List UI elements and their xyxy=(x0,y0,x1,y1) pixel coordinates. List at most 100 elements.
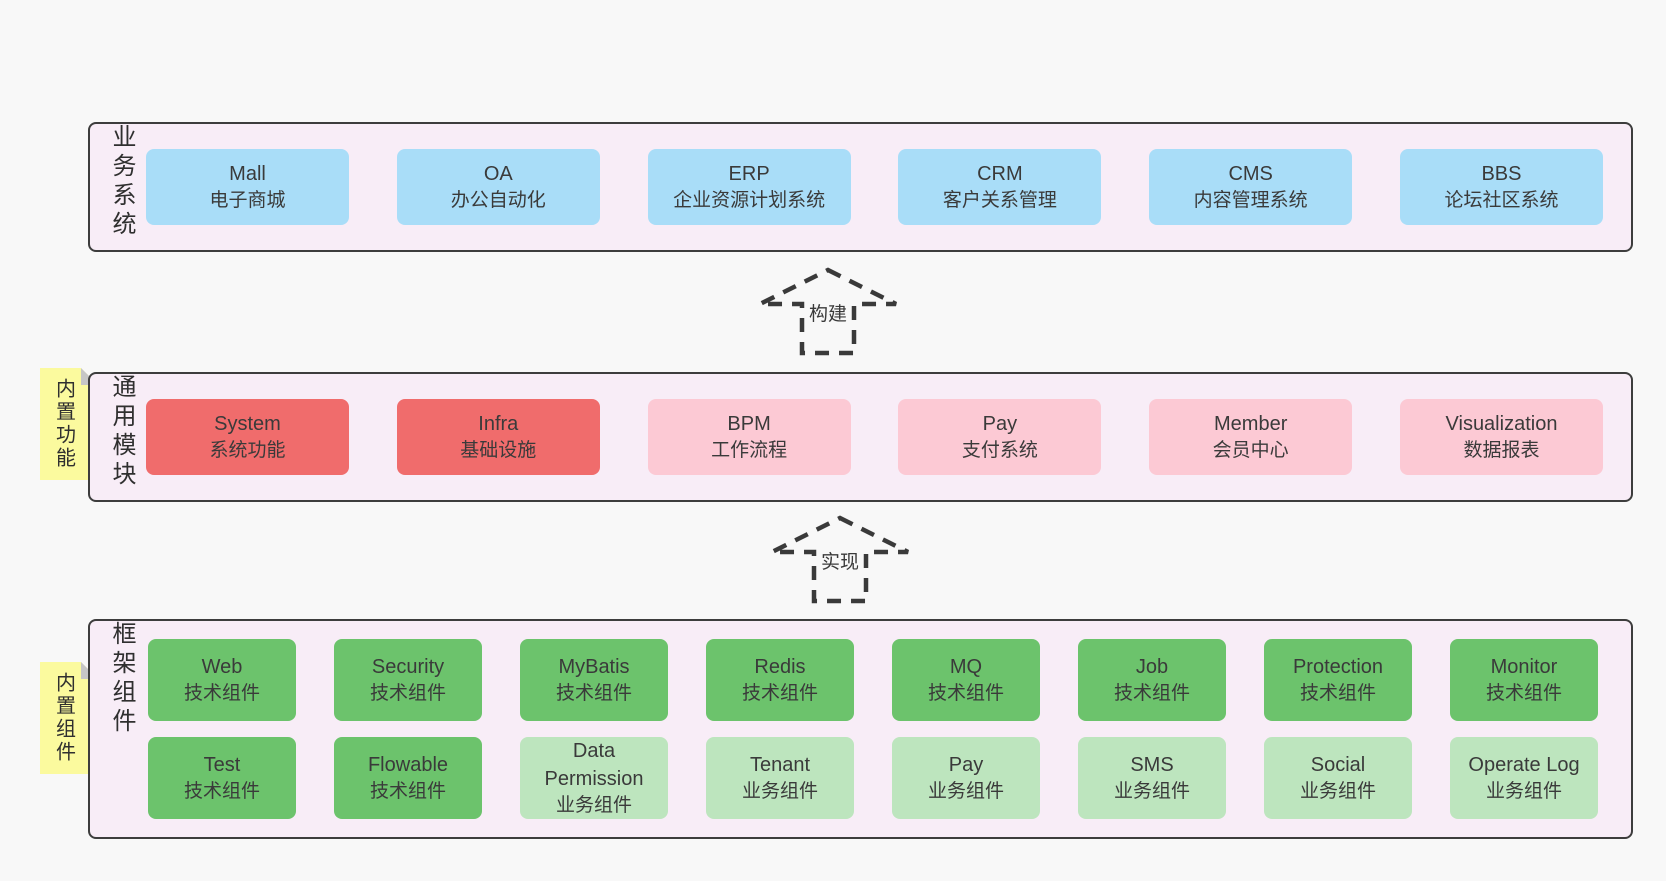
box-title: Redis xyxy=(754,655,806,678)
box-subtitle: 系统功能 xyxy=(209,439,286,461)
box-system: System 系统功能 xyxy=(146,399,349,475)
box-operate-log: Operate Log 业务组件 xyxy=(1450,737,1598,819)
box-title: BPM xyxy=(727,412,771,435)
box-pay-business: Pay 业务组件 xyxy=(892,737,1040,819)
box-title: Protection xyxy=(1292,655,1384,678)
band-business-label: 业务系统 xyxy=(108,124,135,240)
box-title: Visualization xyxy=(1445,412,1558,435)
dashed-up-arrow-icon xyxy=(758,267,898,356)
box-mybatis: MyBatis 技术组件 xyxy=(520,639,668,721)
box-subtitle: 技术组件 xyxy=(1299,682,1376,704)
framework-grid: Web 技术组件 Security 技术组件 MyBatis 技术组件 Redi… xyxy=(148,639,1598,819)
box-subtitle: 技术组件 xyxy=(183,682,260,704)
box-pay: Pay 支付系统 xyxy=(898,399,1102,475)
box-job: Job 技术组件 xyxy=(1078,639,1226,721)
box-title: Social xyxy=(1310,753,1366,776)
box-crm: CRM 客户关系管理 xyxy=(898,149,1102,225)
box-infra: Infra 基础设施 xyxy=(396,399,600,475)
box-subtitle: 办公自动化 xyxy=(450,189,546,211)
box-bpm: BPM 工作流程 xyxy=(647,399,851,475)
box-subtitle: 客户关系管理 xyxy=(942,189,1057,211)
box-cms: CMS 内容管理系统 xyxy=(1149,149,1353,225)
box-subtitle: 电子商城 xyxy=(209,189,286,211)
box-subtitle: 技术组件 xyxy=(183,780,260,802)
box-title: MyBatis xyxy=(558,655,630,678)
arrow-build-label: 构建 xyxy=(804,298,852,327)
box-subtitle: 支付系统 xyxy=(961,439,1038,461)
box-title: Job xyxy=(1135,655,1169,678)
box-title: Operate Log xyxy=(1468,753,1580,776)
framework-row-1: Web 技术组件 Security 技术组件 MyBatis 技术组件 Redi… xyxy=(148,639,1598,721)
box-title: Security xyxy=(371,655,445,678)
box-mall: Mall 电子商城 xyxy=(146,149,349,225)
box-protection: Protection 技术组件 xyxy=(1264,639,1412,721)
box-subtitle: 业务组件 xyxy=(1485,780,1562,802)
box-tenant: Tenant 业务组件 xyxy=(706,737,854,819)
box-subtitle: 基础设施 xyxy=(460,439,537,461)
box-title: Pay xyxy=(948,753,984,776)
box-title: Data Permission xyxy=(544,739,644,790)
box-data-permission: Data Permission 业务组件 xyxy=(520,737,668,819)
box-title: Flowable xyxy=(367,753,449,776)
box-title: System xyxy=(214,412,281,435)
box-title: Test xyxy=(203,753,241,776)
box-erp: ERP 企业资源计划系统 xyxy=(647,149,851,225)
box-subtitle: 技术组件 xyxy=(555,682,632,704)
band-framework-label: 框架组件 xyxy=(108,621,135,737)
box-subtitle: 业务组件 xyxy=(1299,780,1376,802)
box-social: Social 业务组件 xyxy=(1264,737,1412,819)
box-title: Member xyxy=(1214,412,1288,435)
box-subtitle: 内容管理系统 xyxy=(1193,189,1308,211)
box-redis: Redis 技术组件 xyxy=(706,639,854,721)
box-subtitle: 技术组件 xyxy=(369,682,446,704)
box-title: Pay xyxy=(982,412,1018,435)
framework-row-2: Test 技术组件 Flowable 技术组件 Data Permission … xyxy=(148,737,1598,819)
up-arrow-icon: 实现 xyxy=(770,514,910,604)
box-title: Monitor xyxy=(1490,655,1558,678)
box-subtitle: 技术组件 xyxy=(741,682,818,704)
box-subtitle: 会员中心 xyxy=(1212,439,1289,461)
box-subtitle: 技术组件 xyxy=(1485,682,1562,704)
band-common-label: 通用模块 xyxy=(108,374,135,490)
box-subtitle: 业务组件 xyxy=(555,794,632,816)
box-subtitle: 论坛社区系统 xyxy=(1444,189,1559,211)
box-title: Infra xyxy=(478,412,519,435)
box-title: Web xyxy=(201,655,243,678)
box-subtitle: 数据报表 xyxy=(1463,439,1540,461)
sticky-note-text: 内置组件 xyxy=(52,672,75,764)
box-title: CMS xyxy=(1228,162,1273,185)
box-member: Member 会员中心 xyxy=(1149,399,1353,475)
box-subtitle: 技术组件 xyxy=(927,682,1004,704)
box-subtitle: 业务组件 xyxy=(1113,780,1190,802)
box-title: ERP xyxy=(728,162,770,185)
box-title: Mall xyxy=(229,162,266,185)
arrow-implement-label: 实现 xyxy=(816,546,864,575)
up-arrow-icon: 构建 xyxy=(758,266,898,356)
sticky-note-text: 内置功能 xyxy=(52,378,75,470)
box-subtitle: 业务组件 xyxy=(927,780,1004,802)
dashed-up-arrow-icon xyxy=(770,515,910,604)
box-title: CRM xyxy=(977,162,1023,185)
business-boxes-row: Mall 电子商城 OA 办公自动化 ERP 企业资源计划系统 CRM 客户关系… xyxy=(146,149,1603,225)
box-sms: SMS 业务组件 xyxy=(1078,737,1226,819)
box-subtitle: 技术组件 xyxy=(1113,682,1190,704)
band-business-systems: 业务系统 Mall 电子商城 OA 办公自动化 ERP 企业资源计划系统 CRM… xyxy=(88,122,1633,252)
box-title: OA xyxy=(483,162,513,185)
band-common-modules: 通用模块 System 系统功能 Infra 基础设施 BPM 工作流程 Pay… xyxy=(88,372,1633,502)
box-title: BBS xyxy=(1481,162,1522,185)
common-boxes-row: System 系统功能 Infra 基础设施 BPM 工作流程 Pay 支付系统… xyxy=(146,399,1603,475)
box-monitor: Monitor 技术组件 xyxy=(1450,639,1598,721)
box-title: Tenant xyxy=(749,753,811,776)
box-test: Test 技术组件 xyxy=(148,737,296,819)
box-subtitle: 企业资源计划系统 xyxy=(673,189,826,211)
box-visualization: Visualization 数据报表 xyxy=(1399,399,1603,475)
box-flowable: Flowable 技术组件 xyxy=(334,737,482,819)
box-oa: OA 办公自动化 xyxy=(396,149,600,225)
box-subtitle: 业务组件 xyxy=(741,780,818,802)
box-bbs: BBS 论坛社区系统 xyxy=(1399,149,1603,225)
box-mq: MQ 技术组件 xyxy=(892,639,1040,721)
box-web: Web 技术组件 xyxy=(148,639,296,721)
box-security: Security 技术组件 xyxy=(334,639,482,721)
box-title: MQ xyxy=(949,655,983,678)
